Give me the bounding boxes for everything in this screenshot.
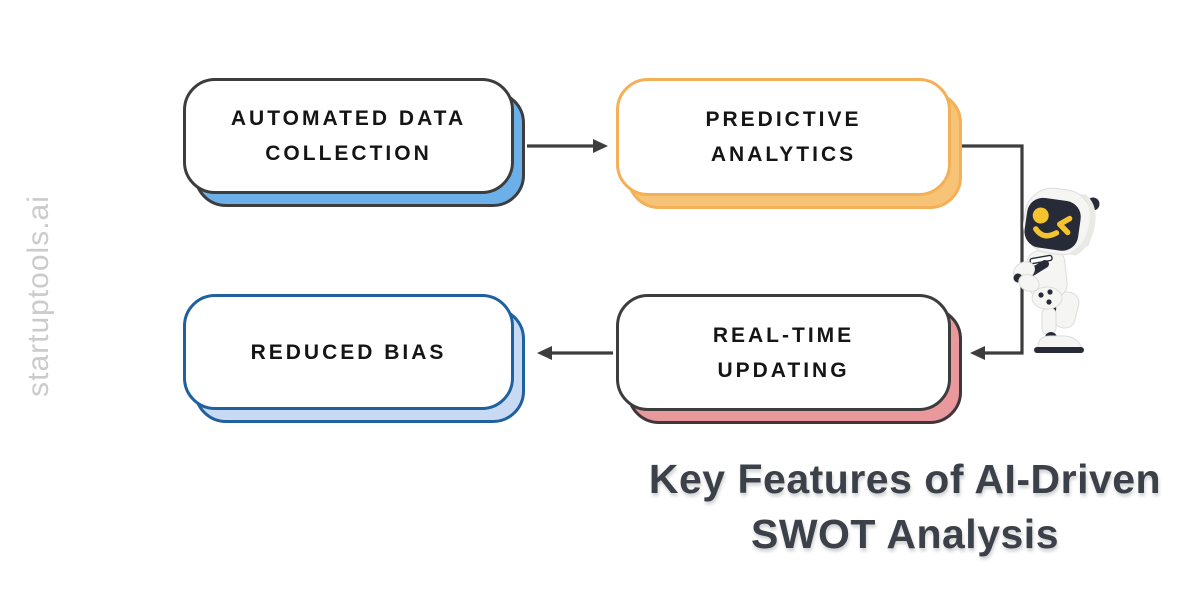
title-line-1: Key Features of AI-Driven <box>648 456 1162 502</box>
node-label: PREDICTIVE ANALYTICS <box>616 78 951 196</box>
node-label-line: PREDICTIVE <box>705 108 862 131</box>
node-automated-data-collection: AUTOMATED DATA COLLECTION <box>183 78 525 207</box>
node-label-line: REAL-TIME <box>712 323 855 347</box>
node-label-line: REDUCED BIAS <box>250 340 447 364</box>
arrow-updating-to-bias-icon <box>537 346 613 360</box>
arrow-analytics-to-updating-icon <box>958 144 1024 360</box>
node-label: REDUCED BIAS <box>183 294 514 410</box>
node-label: REAL-TIME UPDATING <box>616 294 951 411</box>
node-label-line: UPDATING <box>717 358 850 382</box>
title-line-2: SWOT Analysis <box>751 511 1059 557</box>
node-label: AUTOMATED DATA COLLECTION <box>183 78 514 194</box>
node-reduced-bias: REDUCED BIAS <box>183 294 525 423</box>
arrow-collection-to-analytics-icon <box>527 139 608 153</box>
robot-mascot-icon <box>1012 187 1100 353</box>
node-label-line: COLLECTION <box>265 142 432 165</box>
diagram-title: Key Features of AI-Driven SWOT Analysis <box>605 452 1200 562</box>
node-real-time-updating: REAL-TIME UPDATING <box>616 294 962 424</box>
node-label-line: ANALYTICS <box>710 143 857 166</box>
node-label-line: AUTOMATED DATA <box>230 107 467 130</box>
node-predictive-analytics: PREDICTIVE ANALYTICS <box>616 78 962 209</box>
